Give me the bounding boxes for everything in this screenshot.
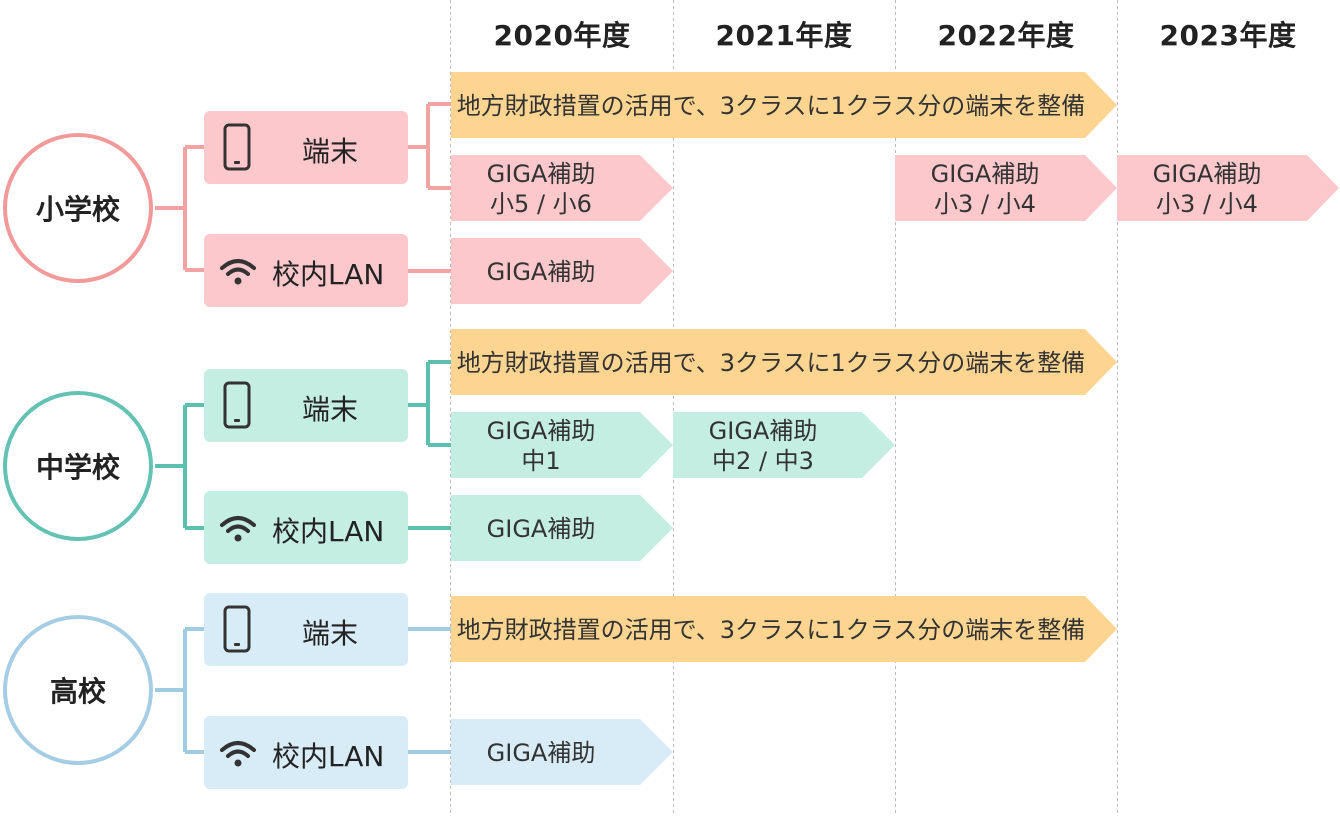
elementary-finance-text: 地方財政措置の活用で、3クラスに1クラス分の端末を整備 [456,92,1086,120]
elementary-giga-device-2020: GIGA補助 小5 / 小6 [451,155,631,223]
junior-high-giga-2020-line2: 中1 [521,447,561,475]
wifi-icon [220,259,256,285]
high-school-connectors [155,627,451,754]
elementary-giga-device-arrow-2020 [451,155,673,221]
high-school-giga-lan: GIGA補助 [451,719,631,787]
high-school-device-box: 端末 [204,593,408,666]
junior-high-giga-lan-arrow [451,495,673,561]
wifi-icon [220,741,256,767]
junior-high-giga-lan-text: GIGA補助 [486,515,596,543]
elementary-giga-device-arrow-2022 [895,155,1117,221]
high-school-finance-arrow [451,596,1117,662]
junior-high-giga-device-arrow-2020 [451,412,673,478]
high-school-finance-text: 地方財政措置の活用で、3クラスに1クラス分の端末を整備 [456,616,1086,644]
year-grid [450,0,1118,816]
elementary-giga-device-2023: GIGA補助 小3 / 小4 [1117,155,1297,223]
elementary-lan-box: 校内LAN [204,234,408,307]
junior-high-lan-label: 校内LAN [272,515,385,548]
high-school-device-label: 端末 [302,617,359,650]
high-school-finance: 地方財政措置の活用で、3クラスに1クラス分の端末を整備 [451,596,1091,664]
elementary-device-box: 端末 [204,111,408,184]
junior-high-giga-device-2021: GIGA補助 中2 / 中3 [673,412,853,480]
junior-high-lan-box: 校内LAN [204,491,408,564]
elementary-giga-device-2022: GIGA補助 小3 / 小4 [895,155,1075,223]
high-school-lan-box: 校内LAN [204,716,408,789]
arrow-shapes [451,72,1339,785]
elementary-giga-2022-line1: GIGA補助 [930,160,1040,188]
elementary-school-circle: 小学校 [3,133,153,283]
year-header-2023: 2023年度 [1159,19,1297,52]
elementary-giga-2023-line2: 小3 / 小4 [1156,190,1258,218]
junior-high-device-label: 端末 [302,393,359,426]
tablet-icon [223,381,251,429]
high-school-giga-lan-arrow [451,719,673,785]
high-school-label: 高校 [49,675,106,708]
elementary-giga-device-arrow-2023 [1117,155,1339,221]
elementary-giga-2020-line2: 小5 / 小6 [490,190,592,218]
high-school-circle: 高校 [3,615,153,765]
junior-high-connectors [155,360,451,530]
junior-high-label: 中学校 [35,451,120,484]
junior-high-finance: 地方財政措置の活用で、3クラスに1クラス分の端末を整備 [451,329,1091,397]
elementary-giga-2022-line2: 小3 / 小4 [934,190,1036,218]
junior-high-giga-lan: GIGA補助 [451,495,631,563]
year-header-2022: 2022年度 [937,19,1075,52]
junior-high-finance-text: 地方財政措置の活用で、3クラスに1クラス分の端末を整備 [456,349,1086,377]
elementary-device-label: 端末 [302,135,359,168]
elementary-giga-2023-line1: GIGA補助 [1152,160,1262,188]
elementary-giga-lan-text: GIGA補助 [486,258,596,286]
tablet-icon [223,123,251,171]
elementary-connectors [155,102,451,273]
high-school-lan-label: 校内LAN [272,740,385,773]
elementary-lan-label: 校内LAN [272,258,385,291]
elementary-giga-2020-line1: GIGA補助 [486,160,596,188]
junior-high-giga-2021-line2: 中2 / 中3 [712,447,814,475]
wifi-icon [220,516,256,542]
elementary-finance-arrow [451,72,1117,138]
elementary-giga-lan: GIGA補助 [451,238,631,306]
high-school-giga-lan-text: GIGA補助 [486,739,596,767]
junior-high-giga-device-2020: GIGA補助 中1 [451,412,631,480]
year-header-2021: 2021年度 [715,19,853,52]
junior-high-finance-arrow [451,329,1117,395]
elementary-finance: 地方財政措置の活用で、3クラスに1クラス分の端末を整備 [451,72,1091,140]
junior-high-circle: 中学校 [3,391,153,541]
junior-high-giga-2021-line1: GIGA補助 [708,417,818,445]
year-header-2020: 2020年度 [493,19,631,52]
elementary-school-label: 小学校 [35,193,120,226]
junior-high-giga-2020-line1: GIGA補助 [486,417,596,445]
elementary-giga-lan-arrow [451,238,673,304]
junior-high-device-box: 端末 [204,369,408,442]
tablet-icon [223,605,251,653]
junior-high-giga-device-arrow-2021 [673,412,895,478]
